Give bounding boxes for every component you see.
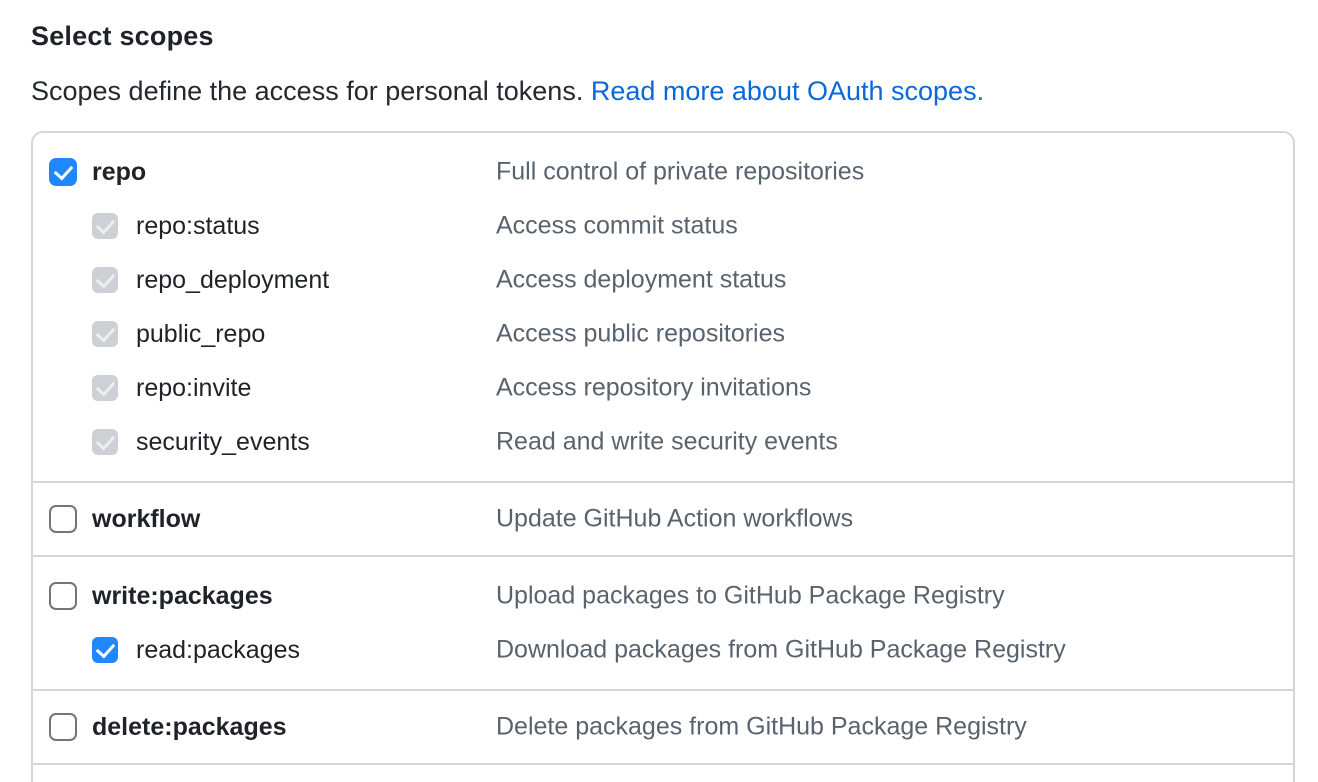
- write-packages-checkbox[interactable]: [49, 582, 77, 610]
- write-packages-description: Upload packages to GitHub Package Regist…: [496, 581, 1005, 610]
- scope-row-read-packages: read:packages Download packages from GitH…: [33, 623, 1293, 677]
- repo-invite-label: repo:invite: [136, 373, 252, 402]
- scope-row-repo: repo Full control of private repositories: [33, 145, 1293, 199]
- subtitle-text: Scopes define the access for personal to…: [31, 76, 584, 106]
- repo-description: Full control of private repositories: [496, 157, 865, 186]
- scope-row-repo-deployment: repo_deployment Access deployment status: [33, 253, 1293, 307]
- scope-row-security-events: security_events Read and write security e…: [33, 415, 1293, 469]
- scope-row-repo-invite: repo:invite Access repository invitations: [33, 361, 1293, 415]
- delete-packages-group: delete:packages Delete packages from GitH…: [33, 689, 1293, 763]
- workflow-description: Update GitHub Action workflows: [496, 504, 854, 533]
- repo-group: repo Full control of private repositories…: [33, 133, 1293, 481]
- security-events-label: security_events: [136, 427, 310, 456]
- scope-row-delete-packages: delete:packages Delete packages from GitH…: [33, 700, 1293, 754]
- scope-row-workflow: workflow Update GitHub Action workflows: [33, 492, 1293, 546]
- workflow-checkbox[interactable]: [49, 505, 77, 533]
- scopes-list: repo Full control of private repositories…: [31, 131, 1295, 782]
- scope-row-repo-status: repo:status Access commit status: [33, 199, 1293, 253]
- read-packages-label[interactable]: read:packages: [136, 635, 301, 664]
- page-subtitle: Scopes define the access for personal to…: [31, 76, 984, 107]
- security-events-checkbox: [92, 429, 118, 455]
- workflow-label[interactable]: workflow: [92, 504, 201, 533]
- repo-status-description: Access commit status: [496, 211, 738, 240]
- public-repo-description: Access public repositories: [496, 319, 786, 348]
- delete-packages-label[interactable]: delete:packages: [92, 712, 287, 741]
- read-packages-checkbox[interactable]: [92, 637, 118, 663]
- repo-label[interactable]: repo: [92, 157, 147, 186]
- delete-packages-checkbox[interactable]: [49, 713, 77, 741]
- write-packages-label[interactable]: write:packages: [92, 581, 273, 610]
- workflow-group: workflow Update GitHub Action workflows: [33, 481, 1293, 555]
- repo-status-label: repo:status: [136, 211, 260, 240]
- delete-packages-description: Delete packages from GitHub Package Regi…: [496, 712, 1027, 741]
- oauth-scopes-link[interactable]: Read more about OAuth scopes.: [590, 76, 985, 106]
- repo-status-checkbox: [92, 213, 118, 239]
- page-title: Select scopes: [31, 21, 214, 51]
- repo-checkbox[interactable]: [49, 158, 77, 186]
- repo-deployment-description: Access deployment status: [496, 265, 787, 294]
- repo-invite-description: Access repository invitations: [496, 373, 812, 402]
- scope-row-write-packages: write:packages Upload packages to GitHub …: [33, 569, 1293, 623]
- repo-deployment-checkbox: [92, 267, 118, 293]
- scope-group-partial: [33, 763, 1293, 782]
- repo-deployment-label: repo_deployment: [136, 265, 330, 294]
- scope-row-public-repo: public_repo Access public repositories: [33, 307, 1293, 361]
- packages-group: write:packages Upload packages to GitHub …: [33, 555, 1293, 689]
- public-repo-checkbox: [92, 321, 118, 347]
- read-packages-description: Download packages from GitHub Package Re…: [496, 635, 1066, 664]
- security-events-description: Read and write security events: [496, 427, 838, 456]
- public-repo-label: public_repo: [136, 319, 266, 348]
- repo-invite-checkbox: [92, 375, 118, 401]
